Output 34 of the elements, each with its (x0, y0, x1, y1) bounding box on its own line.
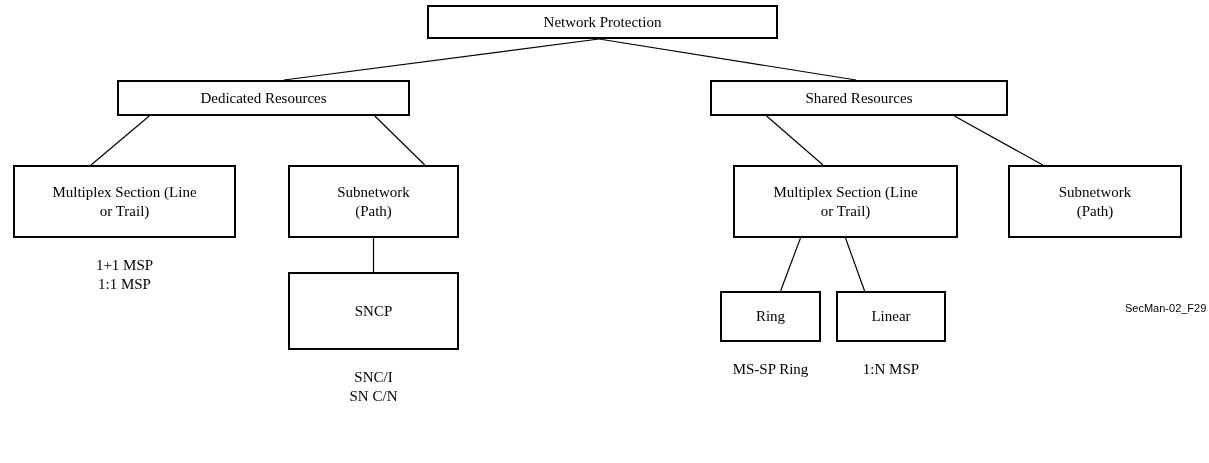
box-label: Ring (755, 307, 786, 326)
connector-line (780, 237, 802, 292)
box-label: Multiplex Section (Line or Trail) (772, 182, 919, 221)
process-box (427, 5, 778, 39)
box-label: Shared Resources (805, 88, 913, 108)
connector-line (374, 115, 426, 166)
process-box (117, 80, 410, 116)
box-label: Multiplex Section (Line or Trail) (51, 182, 198, 221)
connector-line (844, 237, 866, 292)
connector-line (90, 115, 150, 166)
process-box (720, 291, 821, 342)
caption-text: 1:N MSP (861, 360, 921, 379)
box-label: Linear (871, 307, 911, 326)
caption-text: SNC/I (353, 368, 394, 387)
process-box (1008, 165, 1182, 238)
caption-text: 1:1 MSP (97, 275, 152, 294)
caption-text: MS-SP Ring (731, 360, 810, 379)
process-box (288, 272, 459, 350)
connector-line (372, 237, 375, 273)
box-label: Subnetwork (Path) (1057, 182, 1133, 221)
box-label: Dedicated Resources (200, 88, 327, 108)
box-label: SNCP (354, 301, 393, 321)
process-box (288, 165, 459, 238)
figure-id: SecMan-02_F29 (1125, 302, 1207, 314)
box-label: Subnetwork (Path) (336, 182, 411, 221)
connector-line (766, 115, 824, 166)
caption-text: 1+1 MSP (94, 256, 155, 275)
caption-text: SN C/N (348, 387, 399, 406)
process-box (710, 80, 1008, 116)
connector-line (953, 115, 1044, 166)
process-box (733, 165, 958, 238)
process-box (13, 165, 236, 238)
box-label: Network Protection (543, 12, 662, 32)
process-box (836, 291, 946, 342)
